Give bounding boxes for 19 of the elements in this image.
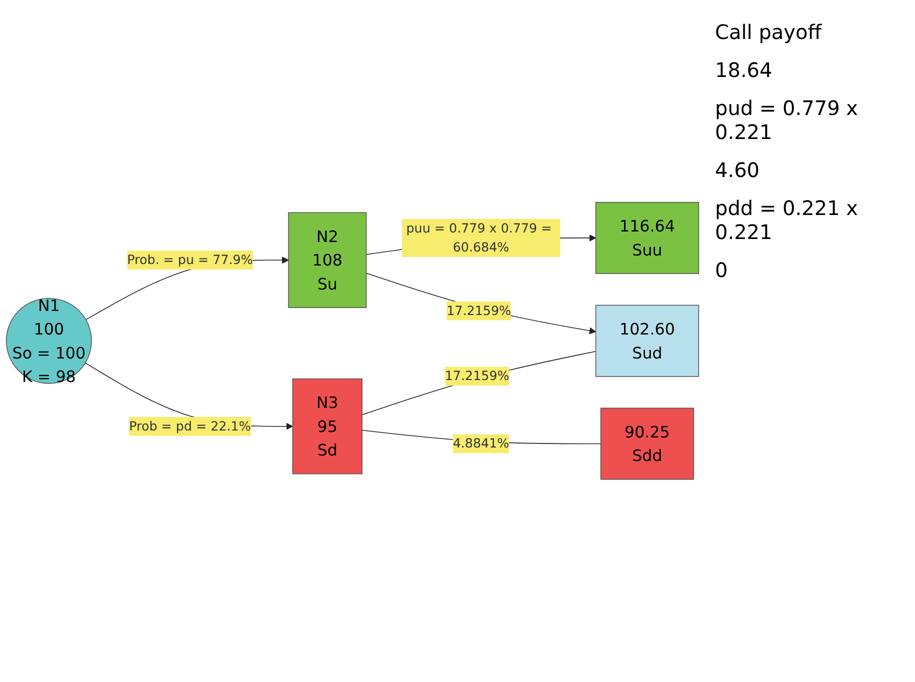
note-text: 4.60	[715, 158, 761, 182]
note-text: Call payoff	[715, 20, 823, 44]
node-box: 90.25 Sdd	[600, 408, 694, 480]
connector	[362, 351, 596, 416]
node-box: 116.64 Suu	[595, 202, 700, 274]
edge-label: Prob = pd = 22.1%	[129, 418, 251, 434]
note-text: 18.64	[715, 58, 774, 82]
edge-label: 17.2159%	[444, 368, 510, 384]
node-box: 102.60 Sud	[595, 304, 700, 377]
note-text: 0	[715, 258, 729, 282]
edge-label: Prob. = pu = 77.9%	[127, 252, 253, 268]
note-text: pdd = 0.221 x 0.221	[715, 196, 860, 244]
node-box: N3 95 Sd	[292, 378, 362, 474]
note-text: pud = 0.779 x 0.221	[715, 96, 859, 144]
arrow	[366, 272, 596, 334]
edge-label: 17.2159%	[446, 303, 512, 318]
node-box: N2 108 Su	[288, 212, 367, 308]
edge-label: puu = 0.779 x 0.779 = 60.684%	[406, 220, 552, 255]
edge-label: 4.8841%	[452, 436, 510, 452]
